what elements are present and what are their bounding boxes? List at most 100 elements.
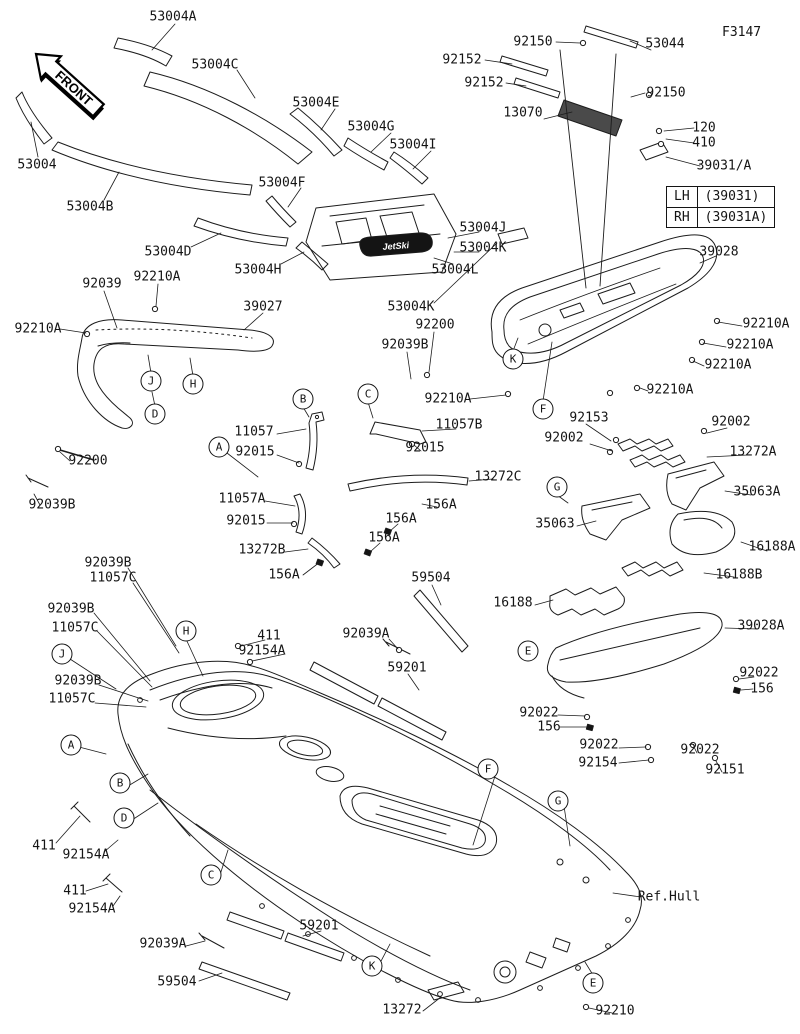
part-label-92150: 92150 — [646, 85, 686, 101]
table-row: RH (39031A) — [666, 206, 776, 229]
part-label-59504: 59504 — [157, 974, 197, 990]
part-label-39028a: 39028A — [737, 618, 785, 634]
callout-e: E — [517, 640, 539, 662]
part-label-92210a: 92210A — [14, 321, 62, 337]
part-label-11057c: 11057C — [48, 691, 96, 707]
part-label-92153: 92153 — [569, 410, 609, 426]
part-label-35063a: 35063A — [733, 484, 781, 500]
jetski-logo-text: JetSki — [382, 240, 410, 252]
part-label-92154a: 92154A — [238, 643, 286, 659]
part-label-156a: 156A — [368, 530, 400, 546]
part-main-hull — [70, 660, 642, 1003]
part-label-53004a: 53004A — [149, 9, 197, 25]
part-label-156a: 156A — [385, 511, 417, 527]
part-label-ref-hull: Ref.Hull — [637, 889, 701, 905]
part-label-92154a: 92154A — [62, 847, 110, 863]
part-label-35063: 35063 — [535, 516, 575, 532]
part-label-92152: 92152 — [464, 75, 504, 91]
part-label-92154a: 92154A — [68, 901, 116, 917]
part-label-53004l: 53004L — [431, 262, 479, 278]
part-label-53004h: 53004H — [234, 262, 282, 278]
callout-e: E — [582, 972, 604, 994]
table-cell-part: (39031A) — [696, 206, 776, 229]
part-label-92022: 92022 — [519, 705, 559, 721]
part-deck-visor — [25, 319, 274, 488]
part-label-92022: 92022 — [739, 665, 779, 681]
part-label-16188: 16188 — [493, 595, 533, 611]
part-label-13272a: 13272A — [729, 444, 777, 460]
part-label-53004c: 53004C — [191, 57, 239, 73]
callout-k: K — [502, 348, 524, 370]
part-label-92002: 92002 — [711, 414, 751, 430]
part-label-92039: 92039 — [82, 276, 122, 292]
lh-rh-table: LH (39031) RH (39031A) — [666, 186, 776, 229]
part-label-92154: 92154 — [578, 755, 618, 771]
part-label-92200: 92200 — [68, 453, 108, 469]
front-arrow: FRONT — [34, 52, 106, 121]
callout-h: H — [175, 620, 197, 642]
part-label-11057a: 11057A — [218, 491, 266, 507]
part-label-39028: 39028 — [699, 244, 739, 260]
part-label-92210a: 92210A — [742, 316, 790, 332]
part-label-11057c: 11057C — [89, 570, 137, 586]
part-label-92210a: 92210A — [726, 337, 774, 353]
part-label-16188a: 16188A — [748, 539, 796, 555]
part-label-13070: 13070 — [503, 105, 543, 121]
part-label-92152: 92152 — [442, 52, 482, 68]
callout-b: B — [292, 388, 314, 410]
part-label-53004: 53004 — [17, 157, 57, 173]
part-label-92210a: 92210A — [424, 391, 472, 407]
part-label-92039b: 92039B — [84, 555, 132, 571]
part-label-59201: 59201 — [387, 660, 427, 676]
part-label-411: 411 — [32, 838, 56, 854]
table-cell-side: LH — [666, 186, 698, 208]
part-label-410: 410 — [692, 135, 716, 151]
callout-d: D — [144, 403, 166, 425]
part-label-59201: 59201 — [299, 918, 339, 934]
callout-a: A — [60, 734, 82, 756]
part-label-53004d: 53004D — [144, 244, 192, 260]
part-label-53044: 53044 — [645, 36, 685, 52]
part-label-53004g: 53004G — [347, 119, 395, 135]
part-decal-strips — [15, 37, 429, 271]
part-label-13272: 13272 — [382, 1002, 422, 1018]
part-label-92015: 92015 — [226, 513, 266, 529]
part-label-16188b: 16188B — [715, 567, 763, 583]
table-cell-side: RH — [666, 206, 698, 229]
callout-b: B — [109, 772, 131, 794]
part-label-39027: 39027 — [243, 299, 283, 315]
part-label-156: 156 — [750, 681, 774, 697]
part-label-53004j: 53004J — [459, 220, 507, 236]
part-label-92210a: 92210A — [133, 269, 181, 285]
part-label-53004b: 53004B — [66, 199, 114, 215]
part-label-92039a: 92039A — [139, 936, 187, 952]
callout-h: H — [182, 373, 204, 395]
part-label-13272b: 13272B — [238, 542, 286, 558]
callout-c: C — [357, 383, 379, 405]
figure-number: F3147 — [722, 25, 762, 40]
part-label-92039a: 92039A — [342, 626, 390, 642]
part-label-156a: 156A — [425, 497, 457, 513]
callout-j: J — [140, 370, 162, 392]
table-cell-part: (39031) — [696, 186, 776, 208]
part-label-53004i: 53004I — [389, 137, 437, 153]
part-label-411: 411 — [257, 628, 281, 644]
part-label-53004e: 53004E — [292, 95, 340, 111]
callout-g: G — [547, 790, 569, 812]
callout-g: G — [546, 476, 568, 498]
part-label-92002: 92002 — [544, 430, 584, 446]
part-label-11057c: 11057C — [51, 620, 99, 636]
part-label-39031-a: 39031/A — [696, 158, 752, 174]
part-label-11057: 11057 — [234, 424, 274, 440]
callout-a: A — [208, 436, 230, 458]
part-hull-bottom-view — [490, 234, 718, 364]
part-right-stack — [546, 438, 736, 699]
part-label-92151: 92151 — [705, 762, 745, 778]
callout-k: K — [361, 955, 383, 977]
part-label-92210: 92210 — [595, 1003, 635, 1019]
part-label-92210a: 92210A — [646, 382, 694, 398]
part-label-92015: 92015 — [405, 440, 445, 456]
table-row: LH (39031) — [666, 186, 776, 208]
callout-f: F — [477, 758, 499, 780]
